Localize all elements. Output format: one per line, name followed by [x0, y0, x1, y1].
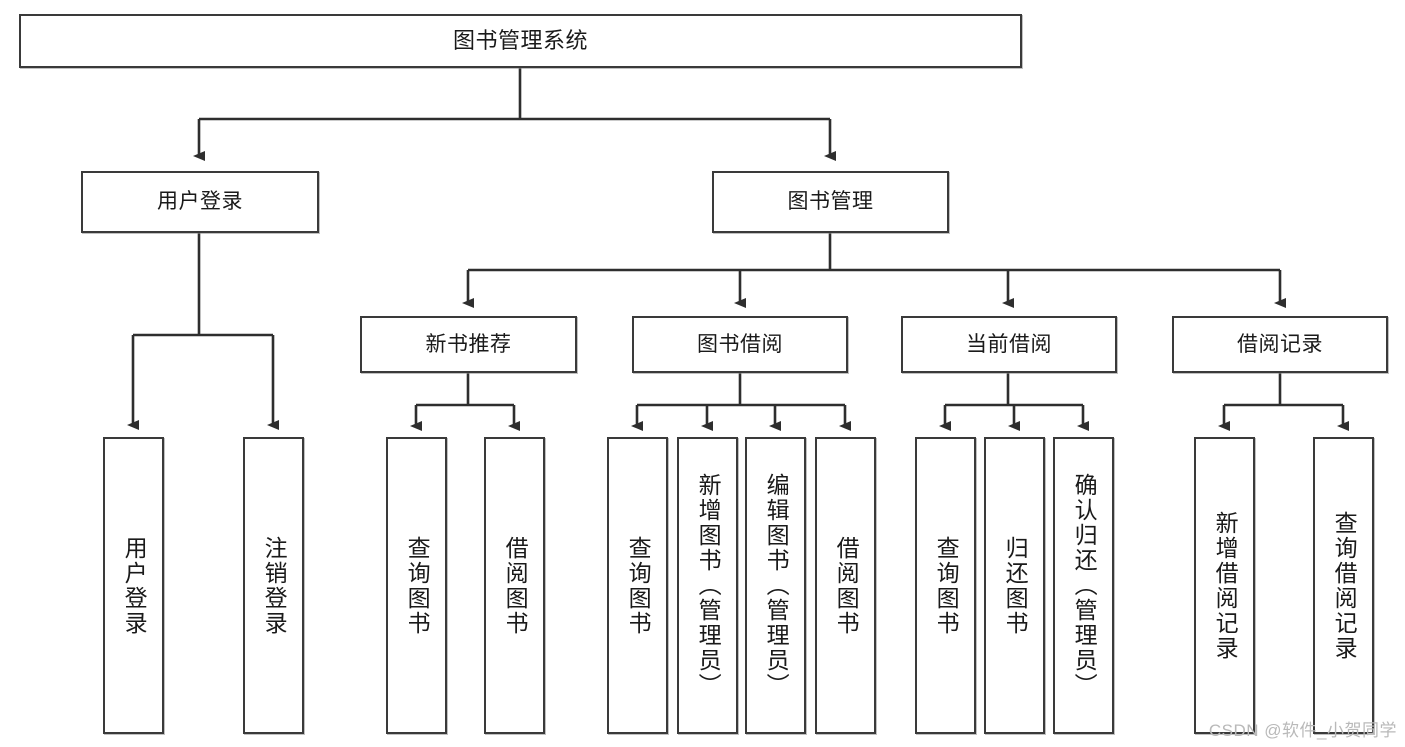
node-label: 查询图书 — [625, 535, 652, 636]
node-label: 编辑图书（管理员） — [763, 473, 790, 698]
node-current-borrow[interactable]: 当前借阅 — [901, 316, 1117, 373]
leaf-current-borrow-query-book[interactable]: 查询图书 — [915, 437, 976, 734]
leaf-user-login-login[interactable]: 用户登录 — [103, 437, 164, 734]
node-label: 当前借阅 — [966, 332, 1052, 356]
node-book-borrow[interactable]: 图书借阅 — [632, 316, 848, 373]
leaf-book-borrow-borrow-book[interactable]: 借阅图书 — [815, 437, 876, 734]
node-label: 查询图书 — [404, 535, 431, 636]
leaf-borrow-record-add-record[interactable]: 新增借阅记录 — [1194, 437, 1255, 734]
csdn-watermark: CSDN @软件_小贺同学 — [1208, 721, 1397, 740]
leaf-new-book-query-book[interactable]: 查询图书 — [386, 437, 447, 734]
node-root-book-management-system[interactable]: 图书管理系统 — [19, 14, 1022, 68]
node-label: 归还图书 — [1002, 535, 1029, 636]
node-new-book-recommend[interactable]: 新书推荐 — [360, 316, 577, 373]
leaf-user-login-logout[interactable]: 注销登录 — [243, 437, 304, 734]
node-label: 注销登录 — [261, 535, 288, 636]
node-book-management[interactable]: 图书管理 — [712, 171, 949, 233]
leaf-current-borrow-return-book[interactable]: 归还图书 — [984, 437, 1045, 734]
node-label: 图书借阅 — [697, 332, 783, 356]
node-label: 查询图书 — [933, 535, 960, 636]
node-label: 图书管理系统 — [452, 27, 588, 53]
leaf-borrow-record-query-record[interactable]: 查询借阅记录 — [1313, 437, 1374, 734]
node-label: 新增图书（管理员） — [695, 473, 722, 698]
leaf-book-borrow-edit-book-admin[interactable]: 编辑图书（管理员） — [745, 437, 806, 734]
leaf-book-borrow-add-book-admin[interactable]: 新增图书（管理员） — [677, 437, 738, 734]
leaf-current-borrow-confirm-return-admin[interactable]: 确认归还（管理员） — [1053, 437, 1114, 734]
node-label: 确认归还（管理员） — [1071, 473, 1098, 698]
node-label: 借阅记录 — [1237, 332, 1323, 356]
node-user-login[interactable]: 用户登录 — [81, 171, 319, 233]
node-label: 借阅图书 — [502, 535, 529, 636]
leaf-new-book-borrow-book[interactable]: 借阅图书 — [484, 437, 545, 734]
node-label: 用户登录 — [157, 190, 243, 214]
node-borrow-record[interactable]: 借阅记录 — [1172, 316, 1388, 373]
node-label: 借阅图书 — [833, 535, 860, 636]
node-label: 查询借阅记录 — [1331, 510, 1358, 661]
node-label: 用户登录 — [121, 535, 148, 636]
node-label: 新书推荐 — [425, 332, 512, 356]
node-label: 新增借阅记录 — [1212, 510, 1239, 661]
node-label: 图书管理 — [787, 190, 874, 214]
leaf-book-borrow-query-book[interactable]: 查询图书 — [607, 437, 668, 734]
